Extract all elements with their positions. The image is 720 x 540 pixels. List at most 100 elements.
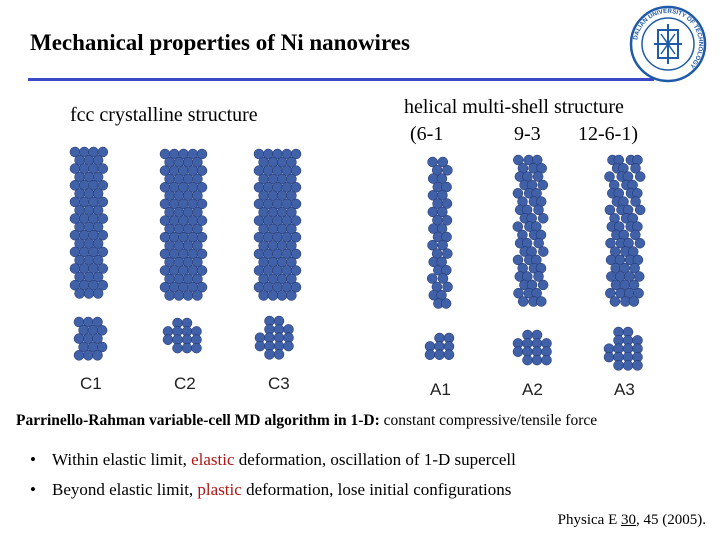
bullet-dot: • [30,480,36,499]
wire-c2-atom [196,281,208,293]
wire-c3-atom [267,290,279,301]
wire-c3-atom [290,198,302,210]
wire-a3-atom [630,229,641,241]
wire-a3-atom [628,279,640,291]
wire-c3-atom [286,207,297,218]
wire-a3-atom [605,237,616,249]
method-line: Parrinello-Rahman variable-cell MD algor… [16,412,597,430]
wire-c3-atom [290,231,302,243]
wire-c3-atom [290,265,302,276]
wire-c1-atom [92,205,104,216]
university-seal-icon: DALIAN UNIVERSITY OF TECHNOLOGY [629,5,707,83]
wire-c1-atom [97,196,109,208]
nanowire-figure [69,146,646,371]
wire-a2-section-atom [522,354,533,366]
wire-c3-atom [290,248,302,260]
wire-c2-atom [196,198,208,210]
wire-a2-atom [537,279,549,291]
wire-c1-atom [97,229,109,241]
wire-c3-section-atom [254,340,266,352]
wire-a2-section-atom [531,354,543,366]
wire-a3-atom [630,163,641,174]
wire-a1-atom [442,165,453,176]
page-title: Mechanical properties of Ni nanowires [30,30,410,55]
wire-a2-atom [533,204,544,216]
wire-a2-atom [536,296,547,307]
wire-c1-section-atom [96,325,108,336]
wire-a3-atom [630,196,641,207]
wire-a1-atom [441,198,453,209]
wire-a3-section-atom [603,351,615,363]
wire-c2-atom [196,265,208,276]
wire-c1-section-atom [96,341,108,353]
wire-a3-atom [633,271,645,282]
wire-c1-section-atom [92,333,103,344]
reference-citation: Physica E 30, 45 (2005). [557,512,706,528]
wire-c3-atom [286,273,297,285]
wire-c1-atom [74,288,85,299]
wire-c2-atom [192,223,203,235]
fcc-label: fcc crystalline structure [70,104,258,126]
wire-a1-atom [442,281,453,293]
wire-c1-atom [97,279,109,291]
wire-c2-atom [164,290,175,301]
wire-c3-atom [286,240,297,251]
wire-c1-section-atom [73,350,85,361]
wire-c2-atom [182,290,194,301]
wire-c2-atom [192,273,203,285]
wire-a3-atom [609,246,621,257]
caption-c1: C1 [80,374,102,393]
wire-c2-section-atom [172,342,183,354]
wire-c2-atom [192,190,203,201]
wire-a1-atom [442,248,453,259]
wire-c1-atom [92,238,104,249]
wire-a3-section-atom [622,360,634,371]
wire-c2-atom [196,215,208,226]
caption-c3: C3 [268,374,290,393]
wire-c3-atom [290,148,302,160]
wire-a3-atom [604,204,616,216]
wire-a1-atom [440,298,452,309]
wire-c2-atom [192,207,203,218]
wire-c1-atom [97,213,109,224]
wire-c1-atom [92,221,104,233]
wire-c1-atom [92,188,104,199]
wire-a3-atom [605,287,616,299]
wire-a3-atom [634,204,646,216]
wire-a1-section-atom [434,349,445,360]
bullet-item-1: •Within elastic limit, elastic deformati… [30,450,516,469]
bullet-item-2: •Beyond elastic limit, plastic deformati… [30,480,512,499]
wire-a2-section-atom [541,354,552,366]
wire-c1-section-atom [92,350,103,361]
wire-c2-atom [192,256,203,268]
wire-a2-atom [532,171,544,182]
wire-c1-atom [92,171,104,183]
wire-c3-atom [290,215,302,226]
method-bold: Parrinello-Rahman variable-cell MD algor… [16,412,380,429]
wire-c2-atom [192,290,203,301]
wire-c1-atom [92,271,104,283]
wire-c2-section-atom [191,342,202,354]
wire-c2-atom [196,148,208,160]
wire-c3-atom [276,290,288,301]
wire-c2-atom [196,182,208,193]
wire-c3-section-atom [264,349,275,360]
wire-a2-atom [537,213,549,224]
wire-c1-atom [92,254,104,266]
wire-a2-atom [512,221,524,232]
wire-c3-atom [286,256,297,268]
wire-a2-atom [537,179,549,191]
wire-c3-atom [286,223,297,235]
method-plain: constant compressive/tensile force [379,412,598,429]
wire-a3-atom [628,296,640,307]
caption-a1: A1 [430,380,451,399]
wire-c2-atom [196,165,208,176]
wire-c1-atom [83,288,95,299]
title-underline [28,78,654,81]
wire-a2-atom [513,287,524,299]
helical-sub-b: 9-3 [514,123,541,145]
wire-c1-atom [97,163,109,174]
wire-a1-atom [426,273,438,284]
wire-a1-atom [441,215,453,226]
wire-c3-atom [286,173,297,185]
